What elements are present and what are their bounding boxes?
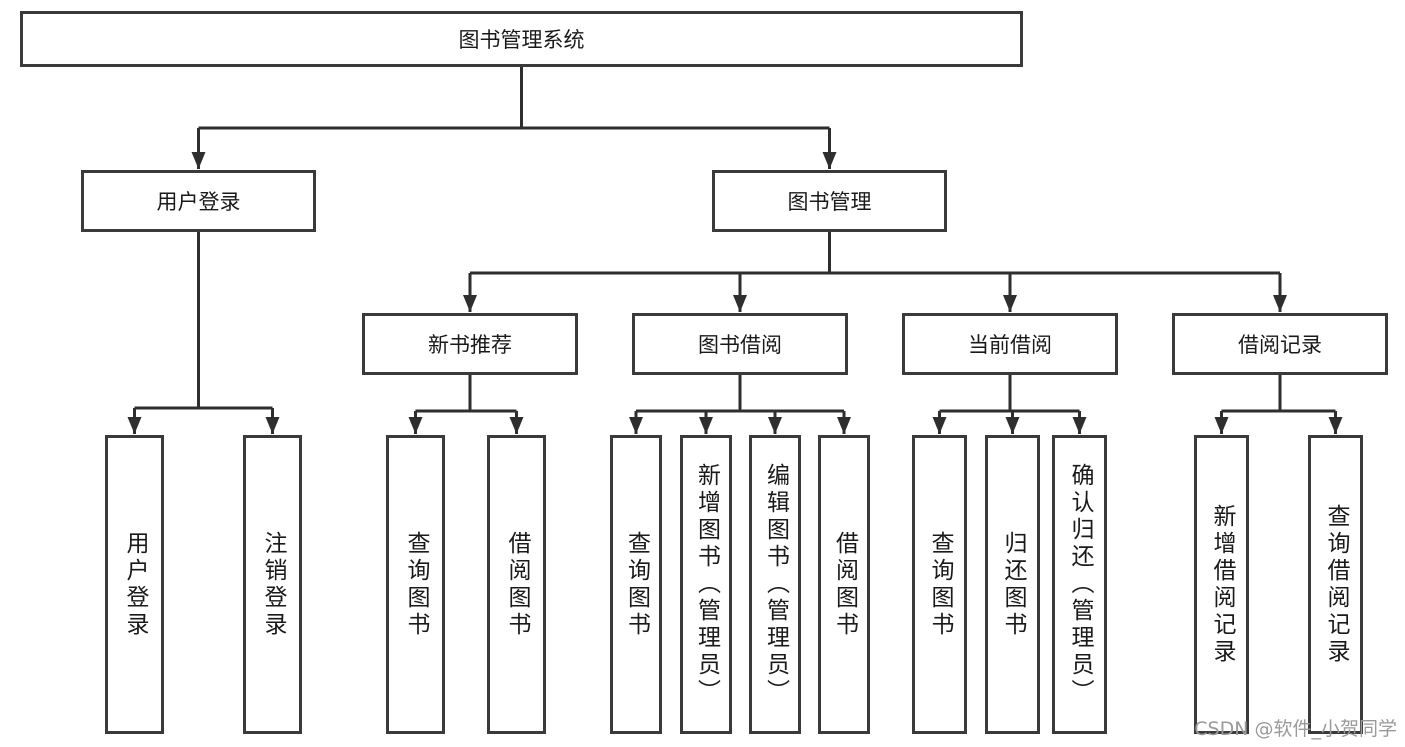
node-box-leaf-query-book-cur[interactable] xyxy=(912,435,967,734)
arrow-head-icon xyxy=(191,152,206,169)
node-box-leaf-query-book-borrow[interactable] xyxy=(610,435,662,734)
arrow-head-icon xyxy=(1005,417,1020,434)
node-box-leaf-query-book-rec[interactable] xyxy=(386,435,445,734)
arrow-head-icon xyxy=(932,417,947,434)
node-box-borrow-record[interactable] xyxy=(1172,313,1388,375)
arrow-head-icon xyxy=(837,417,851,434)
node-box-leaf-edit-book[interactable] xyxy=(749,435,801,734)
node-box-leaf-borrow-book[interactable] xyxy=(818,435,870,734)
node-box-book-manage[interactable] xyxy=(712,170,947,232)
node-label-borrow-record: 借阅记录 xyxy=(1238,333,1322,357)
node-box-current-borrow[interactable] xyxy=(902,313,1118,375)
node-label-book-manage: 图书管理 xyxy=(788,190,872,214)
arrow-head-icon xyxy=(629,417,643,434)
node-box-book-borrow[interactable] xyxy=(632,313,848,375)
arrow-head-icon xyxy=(265,417,280,434)
node-box-user-login[interactable] xyxy=(81,170,316,232)
node-box-leaf-add-record[interactable] xyxy=(1194,435,1249,734)
boxes-layer xyxy=(20,11,1388,734)
node-box-leaf-user-logout[interactable] xyxy=(243,435,302,734)
node-label-root: 图书管理系统 xyxy=(459,28,585,52)
node-label-current-borrow: 当前借阅 xyxy=(968,333,1052,357)
node-box-leaf-return-book[interactable] xyxy=(985,435,1040,734)
arrow-head-icon xyxy=(1273,295,1287,312)
node-box-leaf-query-record[interactable] xyxy=(1308,435,1363,734)
connectors-layer xyxy=(127,67,1343,434)
arrow-head-icon xyxy=(699,417,713,434)
arrow-head-icon xyxy=(733,295,747,312)
node-label-new-book-rec: 新书推荐 xyxy=(428,333,512,357)
arrow-head-icon xyxy=(408,417,423,434)
arrow-head-icon xyxy=(509,417,524,434)
node-label-book-borrow: 图书借阅 xyxy=(698,333,782,357)
node-box-root[interactable] xyxy=(20,11,1023,67)
node-box-leaf-borrow-book-rec[interactable] xyxy=(487,435,546,734)
node-box-leaf-user-login[interactable] xyxy=(105,435,164,734)
arrow-head-icon xyxy=(822,152,837,169)
arrow-head-icon xyxy=(1072,417,1087,434)
node-box-leaf-add-book[interactable] xyxy=(680,435,732,734)
arrow-head-icon xyxy=(768,417,782,434)
arrow-head-icon xyxy=(127,417,142,434)
arrow-head-icon xyxy=(463,295,477,312)
arrow-head-icon xyxy=(1328,417,1343,434)
arrow-head-icon xyxy=(1003,295,1017,312)
node-box-leaf-confirm-return[interactable] xyxy=(1052,435,1107,734)
arrow-head-icon xyxy=(1214,417,1229,434)
node-box-new-book-rec[interactable] xyxy=(362,313,578,375)
node-label-user-login: 用户登录 xyxy=(157,190,241,214)
